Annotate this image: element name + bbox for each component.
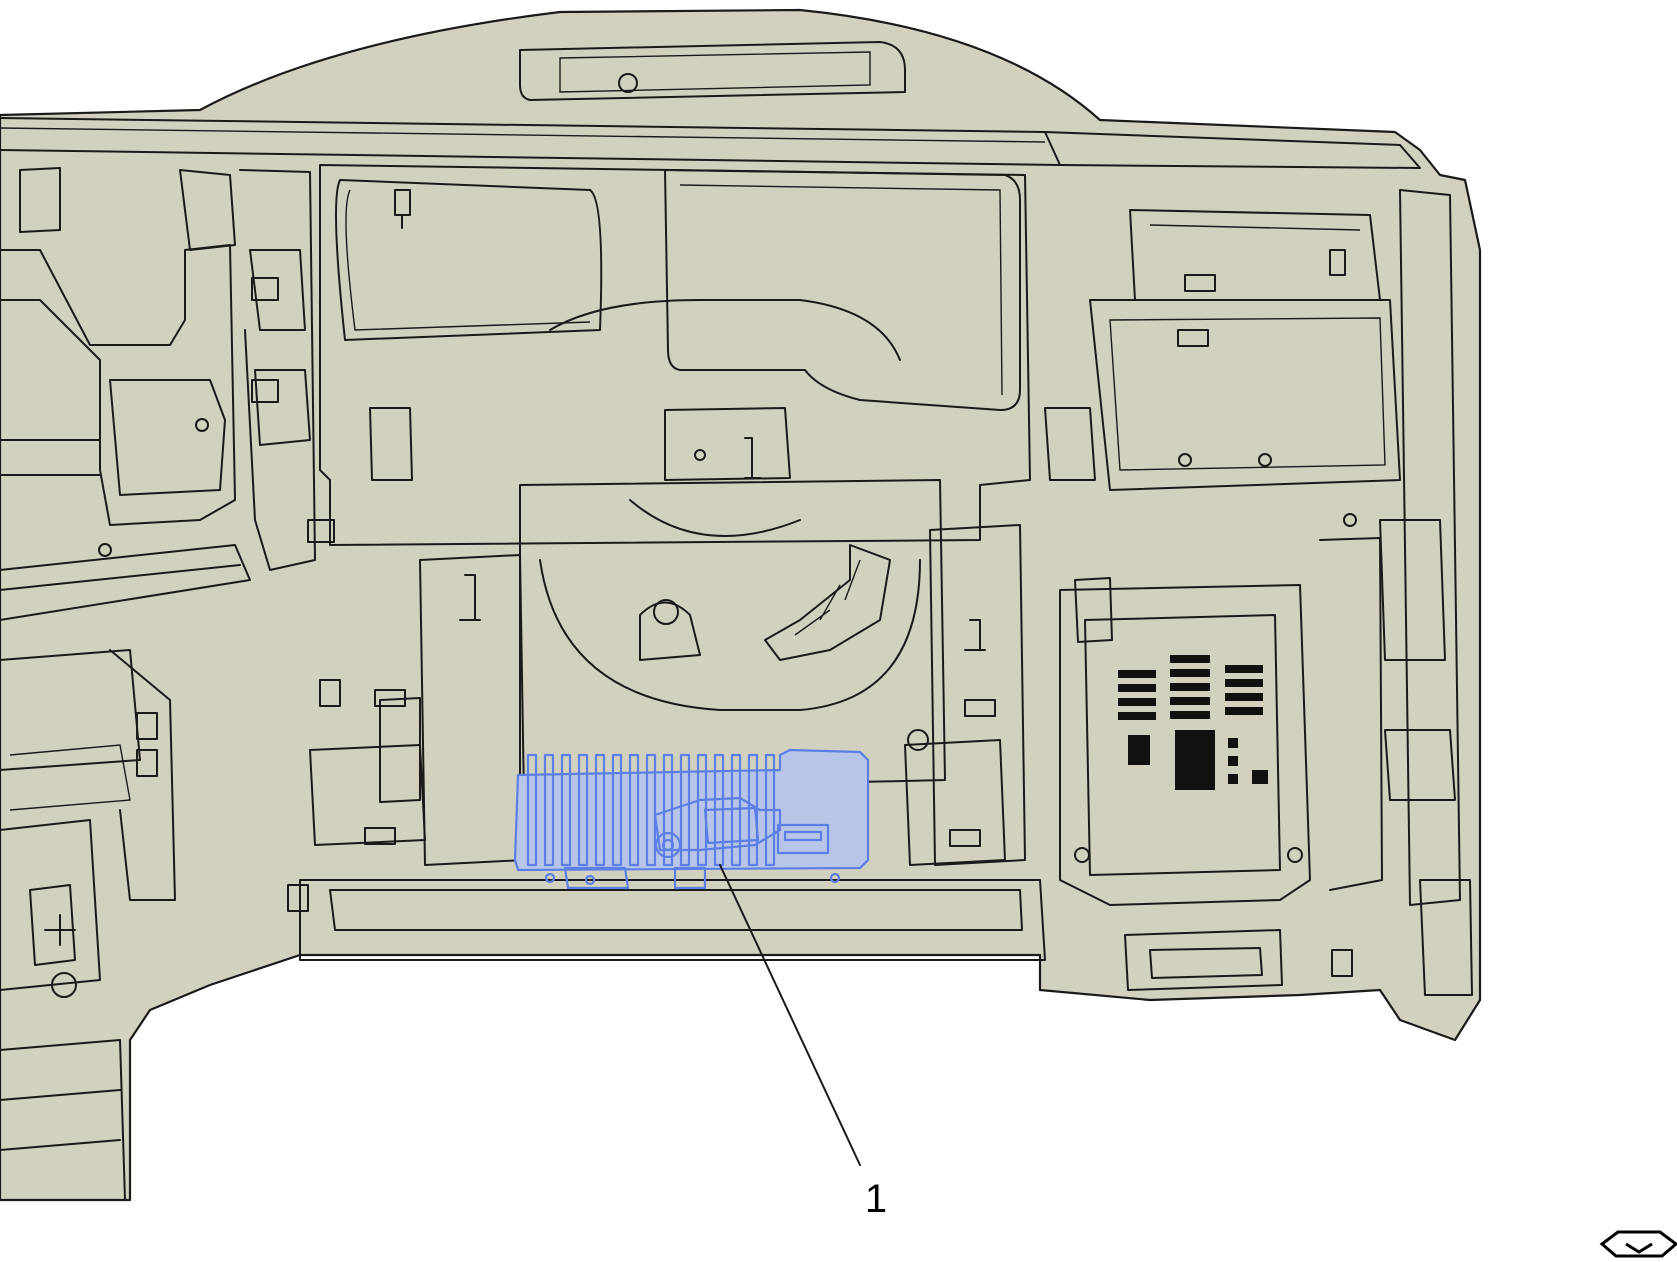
callout-label: 1 [865,1177,887,1221]
left-duct-housing [0,244,236,526]
lower-trim-panel [299,879,1046,961]
wiring-harness [764,544,891,661]
view-direction-arrow-icon [1599,1230,1677,1258]
callout-leader-line [719,864,861,1166]
module-connector [776,823,830,855]
fuse-block-housing [1059,584,1311,906]
highlighted-module [513,748,870,890]
fuse-label-blocks [1118,655,1268,790]
glovebox-opening-frame [319,164,1031,546]
center-cavity [519,479,946,791]
instrument-panel-body [0,8,1482,1202]
instrument-panel-top-cover [0,8,1482,1202]
cluster-hood [519,41,906,101]
callout-1: 1 [719,864,887,1221]
clip-group-left [98,277,341,912]
dash-rail [0,117,1061,166]
